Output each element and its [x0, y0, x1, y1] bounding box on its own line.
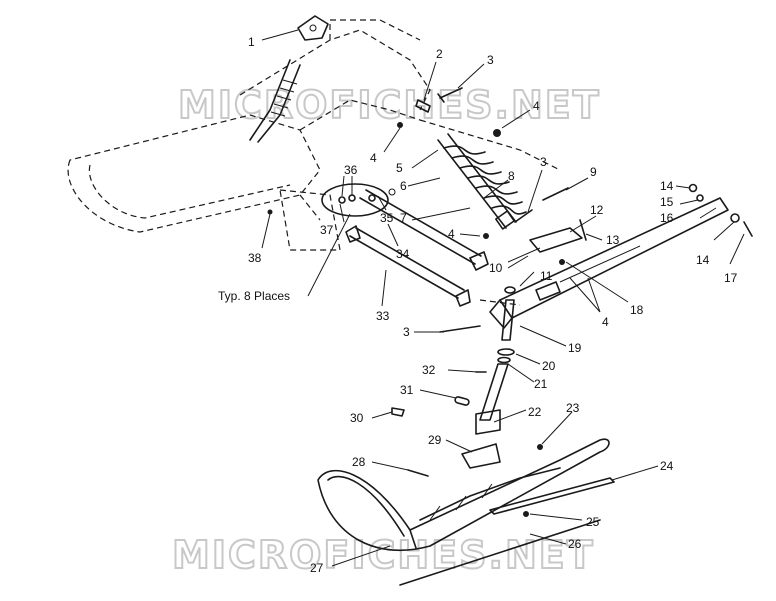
callout-label: 33 — [376, 309, 390, 323]
washer-14-right — [730, 213, 740, 223]
wear-bar — [489, 477, 615, 515]
spindle — [475, 286, 516, 435]
bolt-13 — [579, 219, 587, 241]
callout-label: 16 — [660, 211, 674, 225]
callout-label: 3 — [487, 53, 494, 67]
callout-label: 4 — [533, 99, 540, 113]
callout-label: 14 — [660, 179, 674, 193]
callout-label: 35 — [380, 211, 394, 225]
callout-label: 20 — [542, 359, 556, 373]
callout-label: 36 — [344, 163, 358, 177]
rear-shock — [249, 59, 301, 143]
callout-label: 22 — [528, 405, 542, 419]
callout-label: 38 — [248, 251, 262, 265]
callout-label: 19 — [568, 341, 582, 355]
bolt-3-mid — [514, 209, 533, 223]
washer-15 — [696, 194, 704, 202]
callout-label: 31 — [400, 383, 414, 397]
watermark-bottom: MICROFICHES.NET — [172, 533, 595, 577]
callout-label: 11 — [540, 269, 553, 283]
callout-label: 4 — [448, 227, 455, 241]
callout-label: 29 — [428, 433, 442, 447]
callout-label: 5 — [396, 161, 403, 175]
nut-4-mid — [483, 233, 489, 239]
callout-label: 9 — [590, 165, 597, 179]
radius-rod-33 — [345, 225, 471, 307]
typ-detail-ellipse — [321, 183, 389, 217]
callout-label: 13 — [606, 233, 620, 247]
callout-label: 23 — [566, 401, 580, 415]
chassis-frame — [67, 19, 561, 306]
callout-label: 24 — [660, 459, 674, 473]
callout-label: 28 — [352, 455, 366, 469]
callout-label: 37 — [320, 223, 334, 237]
callout-label: 3 — [540, 155, 547, 169]
radius-rod-34 — [359, 189, 489, 271]
callout-label: 7 — [400, 211, 407, 225]
bolt-3-top — [439, 87, 463, 99]
carbide-runner — [399, 519, 601, 586]
bolt-9 — [542, 187, 569, 201]
callout-label: 1 — [248, 35, 255, 49]
callout-label: 18 — [630, 303, 644, 317]
callout-label: 12 — [590, 203, 604, 217]
nut-4-top — [493, 129, 501, 137]
watermark-top: MICROFICHES.NET — [178, 83, 601, 127]
pivot-bolt — [415, 99, 431, 113]
ski-saddle — [461, 443, 501, 469]
shock-bracket — [529, 227, 583, 253]
callout-label: 8 — [508, 169, 515, 183]
leader-lines — [261, 29, 745, 567]
callout-label: 21 — [534, 377, 548, 391]
callout-label: 25 — [586, 515, 600, 529]
mount-bracket — [297, 15, 329, 41]
washer-14-top — [688, 183, 698, 193]
callout-label: 10 — [489, 261, 503, 275]
trailing-arm — [489, 197, 729, 329]
callout-label: 17 — [724, 271, 738, 285]
callout-label: 26 — [568, 537, 582, 551]
bolt-17 — [743, 221, 753, 237]
callout-label: 2 — [436, 47, 443, 61]
callout-label: 4 — [370, 151, 377, 165]
ski — [317, 438, 610, 551]
callout-labels: 1 2 3 4 4 5 6 7 8 3 9 4 10 11 12 13 14 1… — [248, 35, 738, 575]
bolt-28 — [407, 469, 429, 477]
typ-note: Typ. 8 Places — [218, 289, 290, 303]
callout-label: 27 — [310, 561, 324, 575]
bushing-31 — [454, 396, 470, 406]
callout-label: 4 — [602, 315, 609, 329]
callout-label: 30 — [350, 411, 364, 425]
nut-4-left — [397, 122, 403, 128]
callout-label: 3 — [403, 325, 410, 339]
callout-label: 32 — [422, 363, 436, 377]
callout-label: 14 — [696, 253, 710, 267]
callout-label: 6 — [400, 179, 407, 193]
bolt-3-low — [439, 325, 481, 333]
callout-label: 34 — [396, 247, 410, 261]
callout-label: 15 — [660, 195, 674, 209]
grease-fitting-30 — [391, 407, 405, 417]
